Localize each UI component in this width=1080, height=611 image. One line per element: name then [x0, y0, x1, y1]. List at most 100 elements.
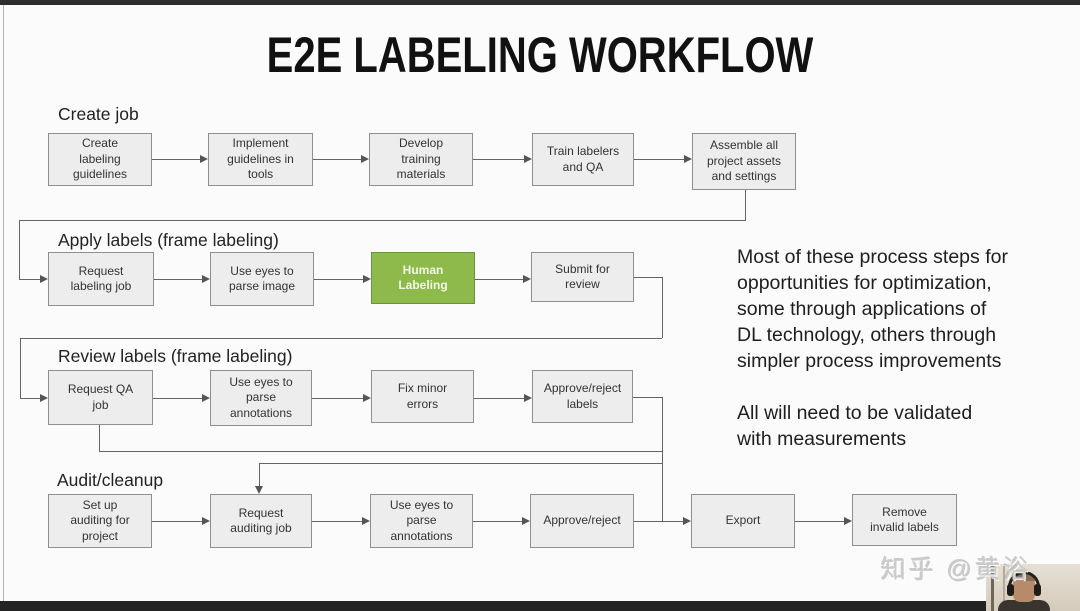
arrow-right-icon [523, 275, 531, 283]
arrow-right-icon [844, 517, 852, 525]
slide-left-edge [3, 5, 4, 601]
zhihu-watermark: 知乎 @黄浴 [881, 556, 1032, 584]
connector-line [473, 159, 524, 160]
arrow-right-icon [524, 394, 532, 402]
box-develop-training-materials: Develop training materials [369, 133, 473, 186]
arrow-right-icon [362, 517, 370, 525]
box-approve-reject-labels: Approve/reject labels [532, 370, 633, 423]
connector-line [313, 159, 361, 160]
arrow-down-icon [255, 486, 263, 494]
note-paragraph-optimization: Most of these process steps for opportun… [737, 246, 1008, 372]
arrow-right-icon [202, 275, 210, 283]
box-label: Remove invalid labels [870, 504, 939, 534]
door-edge [1003, 566, 1005, 611]
arrow-right-icon [200, 155, 208, 163]
box-use-eyes-parse-annotations: Use eyes to parse annotations [210, 370, 312, 426]
connector-line [662, 397, 663, 521]
box-approve-reject: Approve/reject [530, 494, 634, 548]
door-frame [991, 564, 994, 611]
note-paragraph-validation: All will need to be validated with measu… [737, 402, 973, 450]
bottom-letterbox-bar [0, 601, 1080, 611]
connector-line [99, 425, 100, 451]
box-label: Approve/reject [543, 513, 621, 528]
headphones-earcup-icon [1034, 584, 1041, 596]
box-label: Set up auditing for project [70, 497, 130, 543]
sidebar-notes: Most of these process steps for opportun… [737, 244, 1057, 478]
connector-line [634, 159, 684, 160]
box-label: Develop training materials [396, 136, 446, 182]
box-label: Human Labeling [398, 262, 448, 292]
connector-line [152, 521, 202, 522]
connector-line [634, 277, 662, 278]
section-label-audit-cleanup: Audit/cleanup [57, 470, 164, 490]
top-letterbox-bar [0, 0, 1080, 5]
connector-line [99, 451, 662, 452]
box-label: Assemble all project assets and settings [706, 138, 782, 184]
box-remove-invalid-labels: Remove invalid labels [852, 494, 957, 546]
webcam-thumbnail [986, 564, 1080, 611]
arrow-right-icon [202, 394, 210, 402]
connector-line [19, 220, 746, 221]
connector-line [19, 279, 40, 280]
box-use-eyes-parse-image: Use eyes to parse image [210, 252, 314, 306]
connector-line [745, 190, 746, 220]
connector-line [314, 279, 363, 280]
box-label: Create labeling guidelines [72, 136, 128, 182]
connector-line [662, 277, 663, 338]
box-label: Use eyes to parse annotations [389, 497, 454, 543]
connector-line [19, 220, 20, 279]
box-use-eyes-parse-annotations-2: Use eyes to parse annotations [370, 494, 473, 548]
arrow-right-icon [40, 275, 48, 283]
section-label-apply-labels: Apply labels (frame labeling) [58, 230, 279, 250]
box-request-labeling-job: Request labeling job [48, 252, 154, 306]
arrow-right-icon [40, 394, 48, 402]
connector-line [795, 521, 844, 522]
connector-line [154, 279, 202, 280]
box-label: Request labeling job [70, 263, 132, 293]
box-label: Use eyes to parse image [228, 263, 296, 293]
arrow-right-icon [361, 155, 369, 163]
box-label: Implement guidelines in tools [227, 136, 294, 182]
box-label: Use eyes to parse annotations [229, 374, 293, 420]
arrow-right-icon [522, 517, 530, 525]
connector-line [633, 397, 662, 398]
connector-line [153, 398, 202, 399]
arrow-right-icon [363, 394, 371, 402]
connector-line [312, 521, 362, 522]
box-label: Submit for review [555, 261, 610, 291]
box-label: Export [725, 513, 761, 528]
box-fix-minor-errors: Fix minor errors [371, 370, 474, 423]
box-human-labeling: Human Labeling [371, 252, 475, 304]
arrow-right-icon [524, 155, 532, 163]
connector-line [20, 338, 662, 339]
connector-line [152, 159, 200, 160]
arrow-right-icon [363, 275, 371, 283]
connector-line [634, 521, 683, 522]
box-label: Request auditing job [230, 505, 292, 535]
box-label: Train labelers and QA [546, 144, 620, 174]
connector-line [312, 398, 363, 399]
arrow-right-icon [683, 517, 691, 525]
box-setup-auditing: Set up auditing for project [48, 494, 152, 548]
connector-line [20, 338, 21, 398]
person-shoulders [998, 600, 1050, 611]
connector-line [20, 398, 40, 399]
slide-title: E2E LABELING WORKFLOW [266, 27, 814, 83]
box-request-auditing-job: Request auditing job [210, 494, 312, 548]
connector-line [474, 398, 524, 399]
box-label: Request QA job [67, 382, 134, 412]
connector-line [475, 279, 523, 280]
box-submit-for-review: Submit for review [531, 252, 634, 302]
headphones-earcup-icon [1007, 584, 1014, 596]
connector-line [473, 521, 522, 522]
section-label-create-job: Create job [58, 104, 139, 124]
section-label-review-labels: Review labels (frame labeling) [58, 346, 293, 366]
box-assemble-assets: Assemble all project assets and settings [692, 133, 796, 190]
connector-line [259, 463, 662, 464]
box-label: Approve/reject labels [543, 381, 622, 411]
box-implement-guidelines: Implement guidelines in tools [208, 133, 313, 186]
box-request-qa-job: Request QA job [48, 370, 153, 425]
arrow-right-icon [202, 517, 210, 525]
box-label: Fix minor errors [397, 381, 448, 411]
